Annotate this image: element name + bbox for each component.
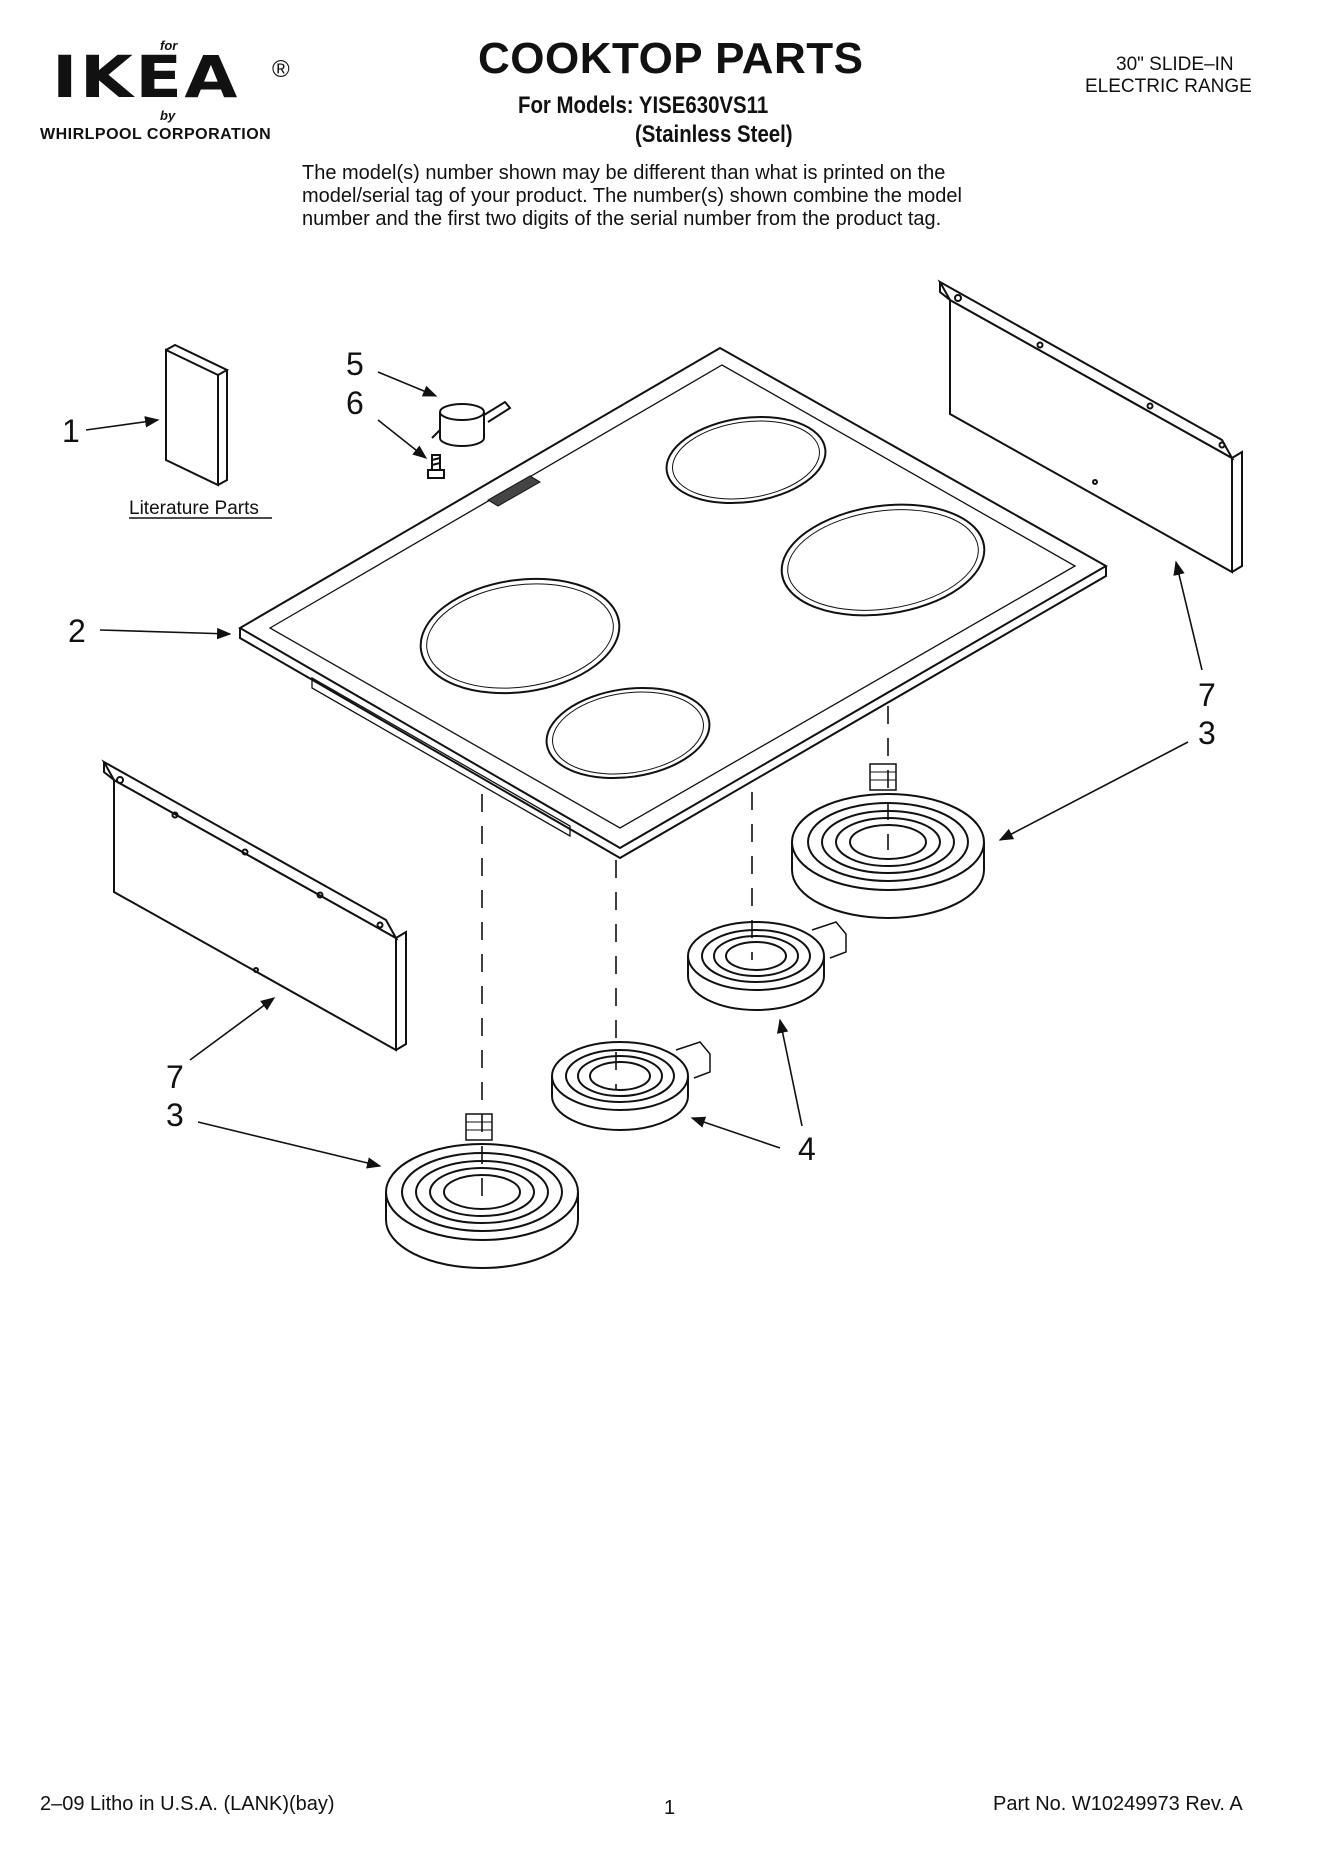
models-line: For Models: YISE630VS11 bbox=[518, 92, 769, 119]
page-number: 1 bbox=[664, 1797, 676, 1819]
note-line-3: number and the first two digits of the s… bbox=[302, 208, 942, 230]
callout-3-right: 3 bbox=[1198, 715, 1216, 751]
small-element-upper bbox=[687, 921, 847, 1011]
model-number-note: The model(s) number shown may be differe… bbox=[302, 162, 1102, 231]
callout-5: 5 bbox=[346, 346, 364, 382]
leader-arrows bbox=[85, 371, 1203, 1169]
side-bracket-right bbox=[937, 279, 1243, 574]
switch-part bbox=[431, 400, 512, 447]
callout-4: 4 bbox=[798, 1131, 816, 1167]
callout-1: 1 bbox=[62, 413, 80, 449]
ikea-logo: IKEA bbox=[52, 43, 240, 111]
callout-3-left: 3 bbox=[166, 1097, 184, 1133]
print-info: 2–09 Litho in U.S.A. (LANK)(bay) bbox=[40, 1793, 335, 1815]
literature-parts-label: Literature Parts bbox=[129, 498, 259, 519]
logo-by-text: by bbox=[160, 108, 176, 123]
finish-line: (Stainless Steel) bbox=[635, 121, 793, 148]
callout-7-left: 7 bbox=[166, 1059, 184, 1095]
small-element-lower bbox=[551, 1041, 711, 1131]
literature-booklet bbox=[165, 343, 230, 487]
cooktop-exploded-diagram: Literature Parts bbox=[62, 279, 1243, 1269]
logo-corporation: WHIRLPOOL CORPORATION bbox=[40, 126, 272, 143]
range-type-line-2: ELECTRIC RANGE bbox=[1085, 76, 1252, 97]
callout-2: 2 bbox=[68, 613, 86, 649]
part-number: Part No. W10249973 Rev. A bbox=[993, 1793, 1243, 1815]
screw-part bbox=[427, 454, 445, 479]
logo-for-text: for bbox=[160, 38, 178, 53]
note-line-1: The model(s) number shown may be differe… bbox=[302, 162, 946, 184]
callout-6: 6 bbox=[346, 385, 364, 421]
side-bracket-left bbox=[101, 759, 407, 1052]
cooktop-glass bbox=[238, 346, 1109, 860]
note-line-2: model/serial tag of your product. The nu… bbox=[302, 185, 962, 207]
alignment-lines bbox=[481, 706, 889, 1210]
range-type-line-1: 30" SLIDE–IN bbox=[1116, 54, 1234, 75]
callout-7-right: 7 bbox=[1198, 677, 1216, 713]
page-title: COOKTOP PARTS bbox=[478, 34, 864, 83]
registered-mark: ® bbox=[272, 56, 290, 83]
